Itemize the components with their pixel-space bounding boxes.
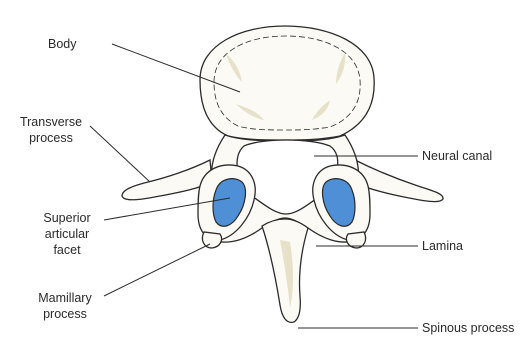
label-superior-articular-facet: Superior articular facet: [32, 210, 102, 258]
label-mamillary-process-line2: process: [28, 306, 102, 322]
label-superior-articular-facet-line3: facet: [32, 242, 102, 258]
vertebral-body: [200, 26, 374, 140]
label-mamillary-process: Mamillary process: [28, 290, 102, 322]
label-transverse-process-line2: process: [12, 130, 90, 146]
mamillary-process-leader: [104, 244, 210, 296]
label-transverse-process-line1: Transverse: [12, 114, 90, 130]
label-neural-canal: Neural canal: [422, 148, 492, 164]
transverse-process-leader: [90, 126, 150, 182]
label-superior-articular-facet-line1: Superior: [32, 210, 102, 226]
label-lamina: Lamina: [422, 238, 463, 254]
spinous-process-shape: [262, 219, 308, 322]
label-transverse-process: Transverse process: [12, 114, 90, 146]
label-spinous-process: Spinous process: [422, 320, 514, 336]
left-mamillary-process: [202, 232, 221, 248]
label-mamillary-process-line1: Mamillary: [28, 290, 102, 306]
label-body: Body: [48, 36, 77, 52]
label-superior-articular-facet-line2: articular: [32, 226, 102, 242]
